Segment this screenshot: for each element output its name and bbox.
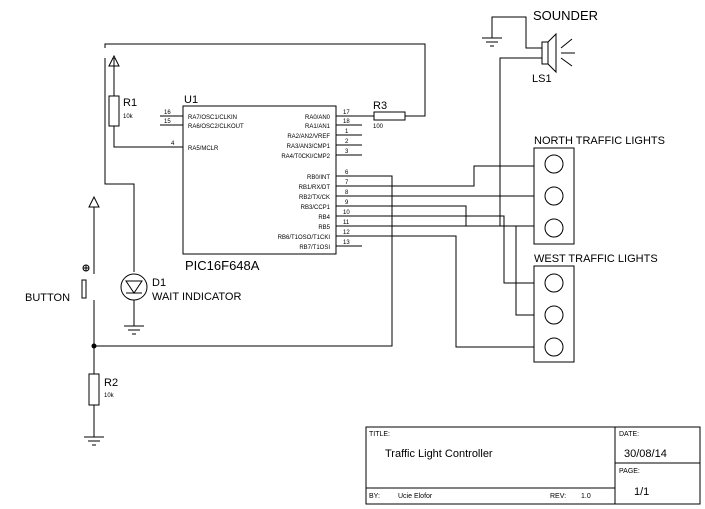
page-caption: PAGE:	[619, 468, 640, 475]
pin-name: RB6/T1OSO/T1CKI	[278, 235, 331, 241]
pin-num: 8	[345, 190, 349, 196]
pin-num: 17	[343, 110, 350, 116]
wire-button-rb0	[94, 175, 393, 347]
pin-num: 1	[345, 129, 349, 135]
r2-value: 10k	[104, 393, 115, 399]
west-amber-lamp	[544, 305, 564, 325]
pin-num: 11	[343, 220, 350, 226]
pin-name: RB4	[318, 215, 330, 221]
pin-name: RB1/RX/DT	[299, 185, 331, 191]
r3-ref: R3	[373, 100, 387, 112]
button-label: BUTTON	[25, 292, 70, 304]
pin-name: RA4/T0CKI/CMP2	[281, 154, 330, 160]
d1-ref: D1	[152, 277, 166, 289]
power-arrow-icon	[88, 195, 100, 208]
pin-name: RA0/AN0	[305, 115, 331, 121]
portb-wiring	[362, 165, 534, 348]
pin-num: 15	[164, 119, 171, 125]
north-label: NORTH TRAFFIC LIGHTS	[534, 135, 665, 147]
west-traffic-lights: WEST TRAFFIC LIGHTS	[533, 253, 658, 363]
pin-name: RB5	[318, 225, 330, 231]
button-switch: BUTTON	[25, 195, 100, 374]
led-d1: D1 WAIT INDICATOR	[104, 58, 241, 335]
pin-name: RA3/AN3/CMP1	[287, 144, 331, 150]
sounder-label: SOUNDER	[533, 8, 598, 23]
r2-ref: R2	[104, 377, 118, 389]
pin-name: RA7/OSC1/CLKIN	[188, 115, 237, 121]
date-value: 30/08/14	[624, 448, 667, 460]
resistor-r2: R2 10k	[84, 373, 118, 446]
power-arrow-icon	[108, 54, 120, 67]
ls1-ref: LS1	[532, 73, 552, 85]
pin-name: RB3/CCP1	[301, 205, 331, 211]
pin-name: RA1/AN1	[305, 124, 331, 130]
west-label: WEST TRAFFIC LIGHTS	[534, 253, 658, 265]
page-value: 1/1	[634, 486, 649, 498]
ic-ref: U1	[184, 94, 198, 106]
pin-num: 3	[345, 149, 349, 155]
ic-u1: U1 PIC16F648A 16 15 4 RA7/OSC1/CLKIN RA6…	[160, 94, 362, 273]
north-traffic-lights: NORTH TRAFFIC LIGHTS	[533, 135, 665, 245]
pin-num: 12	[343, 230, 350, 236]
pin-num: 13	[343, 240, 350, 246]
ic-part-label: PIC16F648A	[185, 258, 260, 273]
ground-icon	[84, 436, 104, 446]
pin-name: RB2/TX/CK	[299, 195, 330, 201]
d1-label: WAIT INDICATOR	[152, 291, 241, 303]
west-green-lamp	[544, 337, 564, 357]
pin-num: 9	[345, 200, 349, 206]
ground-icon	[482, 37, 502, 47]
resistor-r3: R3 100	[362, 100, 406, 130]
r1-ref: R1	[123, 97, 137, 109]
r3-value: 100	[373, 124, 384, 130]
date-caption: DATE:	[619, 431, 639, 438]
pin-name: RA5/MCLR	[188, 146, 219, 152]
title-caption: TITLE:	[369, 431, 390, 438]
rev-caption: REV:	[550, 493, 566, 500]
ground-icon	[124, 325, 144, 335]
pin-name: RA2/AN2/VREF	[287, 134, 330, 140]
ic-left-pins: 16 15 4 RA7/OSC1/CLKIN RA6/OSC2/CLKOUT R…	[160, 110, 244, 152]
pin-num: 18	[343, 119, 350, 125]
pin-num: 7	[345, 180, 349, 186]
pin-num: 2	[345, 139, 349, 145]
north-amber-lamp	[544, 186, 564, 206]
r1-value: 10k	[123, 114, 134, 120]
pin-name: RB7/T1OSI	[299, 245, 330, 251]
west-red-lamp	[544, 273, 564, 293]
pin-name: RB0/INT	[307, 175, 330, 181]
resistor-r1: R1 10k	[108, 58, 160, 148]
sounder-ls1: SOUNDER LS1	[482, 8, 598, 226]
pin-num: 16	[164, 110, 171, 116]
pin-num: 6	[345, 170, 349, 176]
north-green-lamp	[544, 218, 564, 238]
by-caption: BY:	[369, 493, 380, 500]
pin-num: 4	[171, 141, 175, 147]
rev-value: 1.0	[581, 493, 591, 500]
ic-right-pins: 17 18 1 2 3 6 7 8 9 10 11 12 13 RA0/AN0 …	[278, 110, 362, 251]
north-red-lamp	[544, 154, 564, 174]
title-block: TITLE: Traffic Light Controller DATE: 30…	[365, 426, 701, 505]
ic-body	[182, 105, 337, 255]
by-value: Ucie Elofor	[398, 493, 433, 500]
title-text: Traffic Light Controller	[385, 448, 493, 460]
pin-name: RA6/OSC2/CLKOUT	[188, 124, 244, 130]
pin-num: 10	[343, 210, 350, 216]
